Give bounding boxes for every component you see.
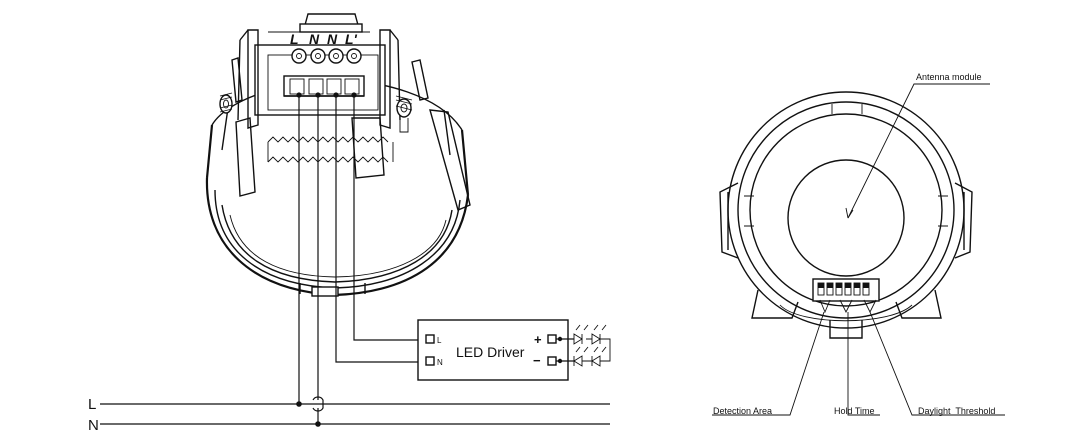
daylight-threshold-label: Daylight Threshold (918, 406, 995, 416)
terminal-label-l: L (290, 31, 299, 47)
driver-output-minus-label: − (533, 353, 541, 368)
detection-area-label: Detection Area (713, 406, 772, 416)
mains-lines: L N (88, 396, 610, 434)
terminal-label-l-prime: L' (345, 31, 358, 47)
led-string (556, 324, 611, 367)
terminal-label-n2: N (327, 31, 338, 47)
driver-input-l-label: L (437, 336, 442, 345)
antenna-module-label: Antenna module (916, 72, 982, 82)
hold-time-label: Hold Time (834, 406, 875, 416)
terminal-label-n1: N (309, 31, 320, 47)
dip-switch-block (812, 278, 880, 302)
sensor-front-view (719, 91, 973, 339)
led-driver-box: L N LED Driver + − (417, 319, 569, 381)
mains-label-n: N (88, 417, 99, 434)
mains-label-l: L (88, 396, 96, 413)
driver-input-n-label: N (437, 358, 443, 367)
terminal-screws (291, 48, 362, 64)
driver-title: LED Driver (456, 344, 525, 360)
sensor-wires (296, 92, 424, 427)
sensor-housing-drawing: L N N L' (205, 13, 471, 297)
callout-lines (712, 83, 1005, 416)
driver-output-plus-label: + (534, 332, 542, 347)
